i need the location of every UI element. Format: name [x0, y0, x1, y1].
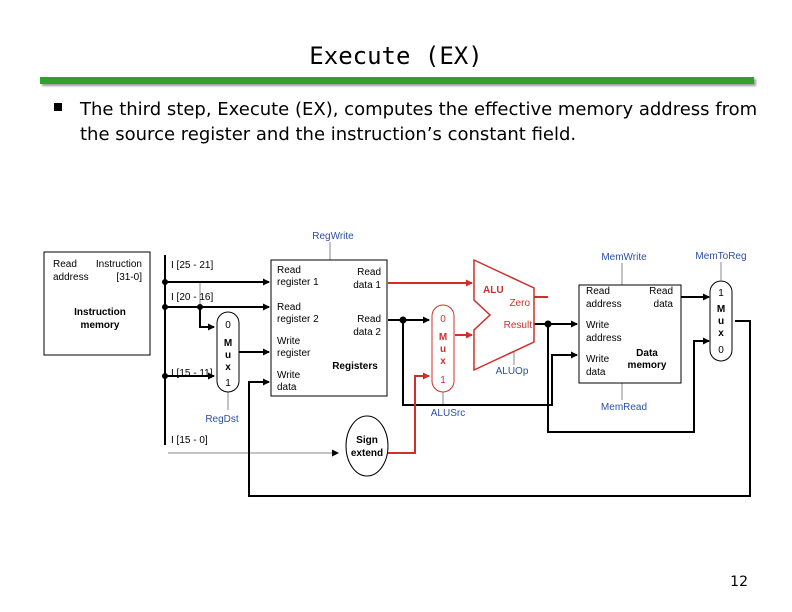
svg-text:M: M [439, 332, 447, 343]
datapath-wires [164, 255, 751, 497]
svg-text:1: 1 [225, 378, 231, 389]
field-15-11-label: I [15 - 11] [171, 368, 213, 379]
svg-text:x: x [440, 356, 446, 367]
control-lines [168, 242, 722, 457]
slide-title: Execute (EX) [309, 42, 483, 70]
regwrite-label: RegWrite [312, 231, 354, 242]
field-25-21-label: I [25 - 21] [171, 260, 213, 271]
alu: ALU Zero Result [473, 258, 535, 372]
mux-memtoreg: 1 M u x 0 [709, 280, 733, 362]
svg-text:Registers: Registers [332, 361, 378, 372]
field-20-16-label: I [20 - 16] [171, 292, 213, 303]
svg-text:1: 1 [718, 288, 724, 299]
mux-alusrc: 0 M u x 1 [431, 304, 455, 393]
alusrc-label: ALUSrc [431, 408, 465, 419]
bullet-text: The third step, Execute (EX), computes t… [80, 99, 758, 145]
svg-text:M: M [224, 338, 232, 349]
page-number: 12 [730, 574, 748, 590]
svg-text:0: 0 [225, 320, 231, 331]
svg-text:M: M [717, 304, 725, 315]
regdst-label: RegDst [205, 414, 239, 425]
svg-text:x: x [225, 362, 231, 373]
svg-text:1: 1 [440, 375, 446, 386]
svg-text:x: x [718, 328, 724, 339]
svg-text:0: 0 [440, 314, 446, 325]
svg-text:u: u [718, 316, 724, 327]
aluop-label: ALUOp [496, 366, 529, 377]
svg-text:0: 0 [718, 345, 724, 356]
svg-text:u: u [225, 350, 231, 361]
field-15-0-label: I [15 - 0] [171, 435, 208, 446]
bullet-square-icon [54, 103, 62, 111]
title-underline [40, 77, 754, 84]
junction-dots [162, 279, 552, 379]
svg-text:u: u [440, 344, 446, 355]
active-ex-path [388, 279, 548, 454]
imem-instruction-label: Instruction[31-0] [96, 259, 142, 283]
mux-regdst: 0 M u x 1 [216, 311, 240, 393]
memwrite-label: MemWrite [601, 252, 647, 263]
memread-label: MemRead [601, 402, 647, 413]
svg-text:Zero: Zero [509, 298, 530, 309]
svg-text:ALU: ALU [483, 285, 504, 296]
memtoreg-label: MemToReg [695, 251, 746, 262]
svg-text:Result: Result [504, 320, 533, 331]
